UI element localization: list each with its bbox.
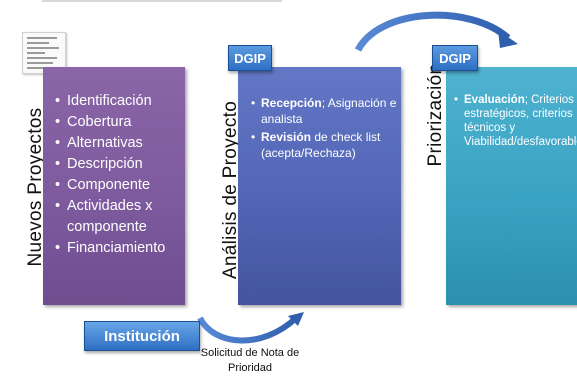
stage-2-item: Revisión de check list (acepta/Rechaza)	[251, 129, 397, 161]
stage-1-box: Identificación Cobertura Alternativas De…	[43, 67, 185, 305]
stage-2-box: Recepción; Asignación e analista Revisió…	[238, 67, 401, 305]
top-divider	[42, 0, 282, 2]
stage-1-item: Alternativas	[55, 133, 181, 154]
stage-2-item: Recepción; Asignación e analista	[251, 95, 397, 127]
curved-arrow-icon	[197, 312, 304, 344]
curved-arrow-icon	[354, 11, 518, 52]
stage-2-badge: DGIP	[228, 45, 272, 71]
stage-3-item: Evaluación; Criterios estratégicos, crit…	[454, 93, 577, 149]
stage-3-badge: DGIP	[432, 45, 478, 71]
stage-1-item: Componente	[55, 175, 181, 196]
stage-3-items: Evaluación; Criterios estratégicos, crit…	[454, 93, 577, 149]
institution-label: Institución	[84, 321, 200, 351]
note-text: Solicitud de Nota de Prioridad	[200, 347, 300, 374]
stage-1-item: Descripción	[55, 154, 181, 175]
stage-1-item: Financiamiento	[55, 238, 181, 259]
stage-1-item: Identificación	[55, 91, 181, 112]
stage-1-item: Cobertura	[55, 112, 181, 133]
stage-1-items: Identificación Cobertura Alternativas De…	[55, 91, 181, 259]
stage-3-box: Evaluación; Criterios estratégicos, crit…	[446, 67, 577, 305]
stage-2-items: Recepción; Asignación e analista Revisió…	[251, 95, 397, 163]
stage-1-item: Actividades x componente	[55, 196, 181, 238]
